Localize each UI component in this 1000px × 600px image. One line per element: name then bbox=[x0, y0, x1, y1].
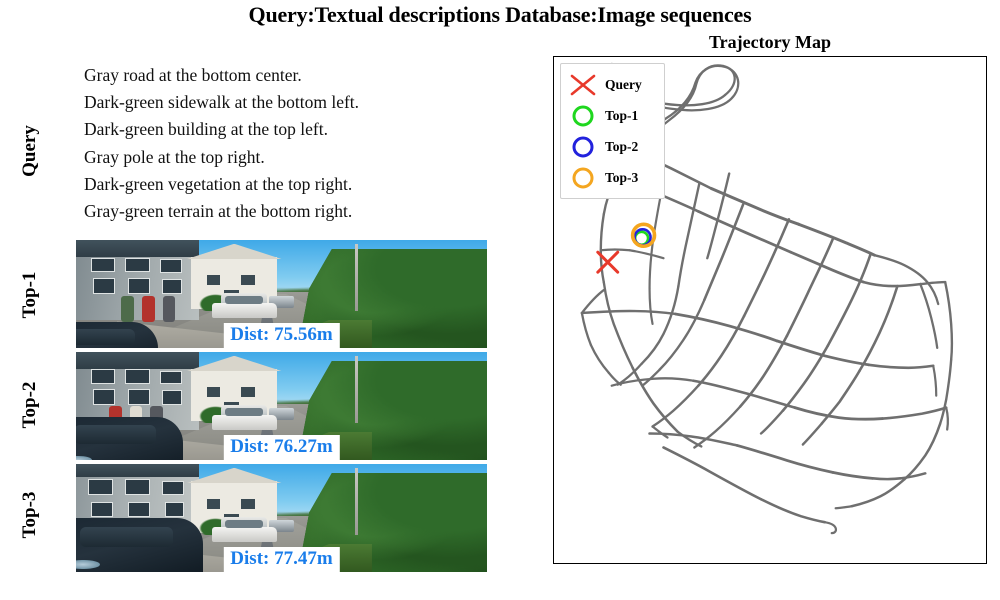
retrieval-image-top1: Dist: 75.56m bbox=[76, 240, 487, 348]
query-description-line: Dark-green building at the top left. bbox=[84, 119, 328, 140]
car-distant bbox=[269, 408, 294, 421]
car-dark-foreground bbox=[76, 322, 159, 348]
legend-label-top1: Top-1 bbox=[605, 107, 639, 123]
legend-label-top3: Top-3 bbox=[605, 169, 639, 185]
car-distant bbox=[269, 296, 294, 309]
car-dark-foreground bbox=[76, 416, 183, 460]
query-description-line: Dark-green vegetation at the top right. bbox=[84, 173, 353, 194]
row-label-top3: Top-3 bbox=[19, 491, 40, 539]
query-description-line: Dark-green sidewalk at the bottom left. bbox=[84, 92, 360, 113]
building-roof-band bbox=[76, 240, 200, 258]
query-description-line: Gray-green terrain at the bottom right. bbox=[84, 201, 353, 222]
map-marker-top3[interactable] bbox=[630, 222, 657, 249]
car-white-parked bbox=[211, 405, 278, 430]
street-scene bbox=[76, 352, 487, 460]
legend-label-top2: Top-2 bbox=[605, 138, 639, 154]
distance-badge-top1: Dist: 75.56m bbox=[223, 323, 340, 348]
legend-item-top2: Top-2 bbox=[565, 131, 660, 162]
legend-label-query: Query bbox=[605, 76, 642, 92]
utility-pole bbox=[355, 356, 358, 424]
map-legend: Query Top-1 Top-2 Top-3 bbox=[560, 63, 665, 199]
trajectory-map-frame: Query Top-1 Top-2 Top-3 bbox=[553, 56, 987, 564]
building-roof-band bbox=[76, 464, 200, 477]
map-marker-query[interactable] bbox=[596, 250, 620, 274]
query-description-block: Gray road at the bottom center. Dark-gre… bbox=[84, 62, 484, 225]
distance-badge-top2: Dist: 76.27m bbox=[223, 435, 340, 460]
car-distant bbox=[269, 520, 294, 533]
circle-outline-icon-green bbox=[565, 102, 601, 130]
map-title: Trajectory Map bbox=[708, 32, 832, 52]
car-white-parked bbox=[211, 517, 278, 542]
row-label-query: Query bbox=[19, 125, 40, 177]
legend-item-top3: Top-3 bbox=[565, 162, 660, 193]
figure-title: Query:Textual descriptions Database:Imag… bbox=[248, 2, 752, 27]
query-description-line: Gray road at the bottom center. bbox=[84, 65, 302, 85]
legend-item-top1: Top-1 bbox=[565, 100, 660, 131]
retrieval-image-top3: Dist: 77.47m bbox=[76, 464, 487, 572]
utility-pole bbox=[355, 468, 358, 536]
map-markers-overlay bbox=[596, 222, 657, 274]
street-scene bbox=[76, 240, 487, 348]
trajectory-road-network bbox=[554, 57, 954, 535]
distance-badge-top3: Dist: 77.47m bbox=[223, 547, 340, 572]
retrieval-image-top2: Dist: 76.27m bbox=[76, 352, 487, 460]
query-description-line: Gray pole at the top right. bbox=[84, 146, 265, 167]
x-cross-icon bbox=[565, 71, 601, 99]
car-dark-foreground bbox=[76, 518, 204, 572]
utility-pole bbox=[355, 244, 358, 312]
circle-outline-icon-blue bbox=[565, 133, 601, 161]
street-scene bbox=[76, 464, 487, 572]
car-white-parked bbox=[211, 293, 278, 318]
building-roof-band bbox=[76, 352, 200, 370]
circle-outline-icon-orange bbox=[565, 164, 601, 192]
legend-item-query: Query bbox=[565, 69, 660, 100]
pedestrians bbox=[121, 296, 179, 323]
